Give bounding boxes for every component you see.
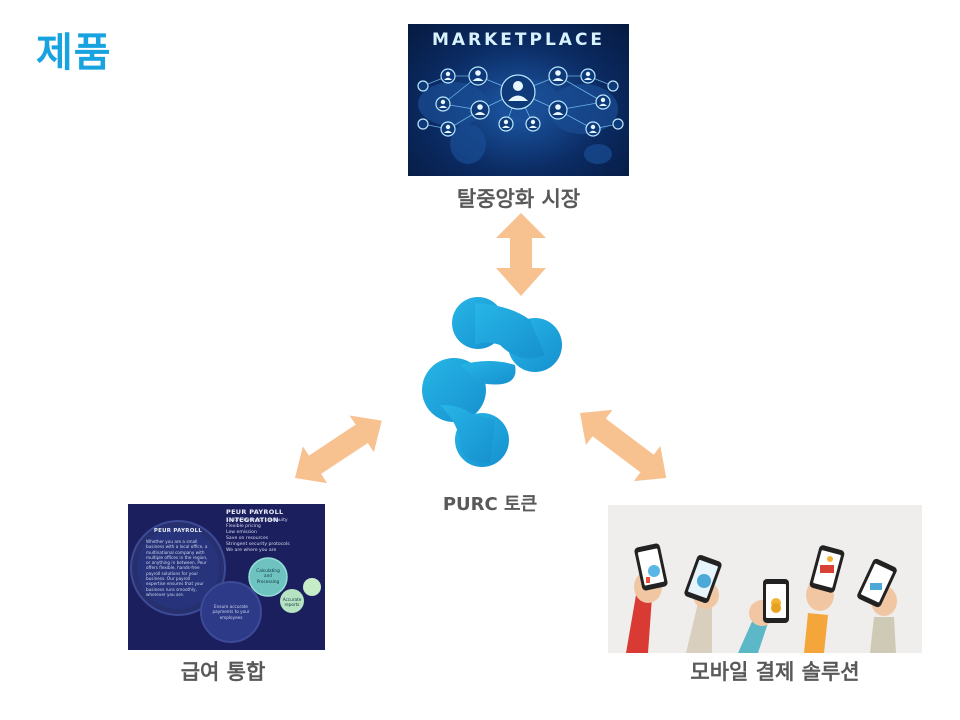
network-people-icon [417, 66, 624, 164]
payroll-bubble-calc: Calculating and Processing [256, 568, 280, 584]
payroll-circle-text: Whether you are a small business with a … [146, 539, 208, 597]
payroll-bubbles-icon [130, 520, 321, 643]
purc-token-label: PURC 토큰 [442, 494, 538, 515]
payroll-image-list: Ensure business continuity Flexible pric… [226, 518, 290, 554]
purc-logo-icon [422, 297, 562, 467]
arrow-to-payroll [295, 415, 382, 484]
list-item: We are where you are [226, 548, 277, 553]
payroll-bubble-pay: Ensure accurate payments to your employe… [212, 604, 250, 620]
payroll-label: 급여 통합 [180, 660, 266, 684]
hands-holding-phones-icon [626, 543, 897, 653]
arrow-to-marketplace [496, 213, 546, 296]
arrow-to-mobile [580, 409, 667, 482]
list-item: Save on resources [226, 536, 269, 541]
mobile-payment-image [608, 505, 922, 653]
list-item: Flexible pricing [226, 524, 261, 529]
payroll-circle-title: PEUR PAYROLL [153, 528, 203, 534]
list-item: Ensure business continuity [226, 518, 288, 523]
list-item: Stringent security protocols [226, 542, 290, 547]
marketplace-image: MARKETPLACE [408, 24, 629, 176]
mobile-payment-label: 모바일 결제 솔루션 [690, 660, 860, 684]
marketplace-label: 탈중앙화 시장 [456, 187, 581, 211]
page-title: 제품 [36, 30, 112, 76]
list-item: Low emission [226, 530, 257, 535]
payroll-image: PEUR PAYROLL INTEGRATION Ensure business… [128, 504, 325, 650]
payroll-bubble-reports: Accurate reports [282, 597, 302, 608]
marketplace-image-title: MARKETPLACE [431, 30, 606, 50]
payroll-image-title: PEUR PAYROLL INTEGRATION [226, 508, 284, 524]
